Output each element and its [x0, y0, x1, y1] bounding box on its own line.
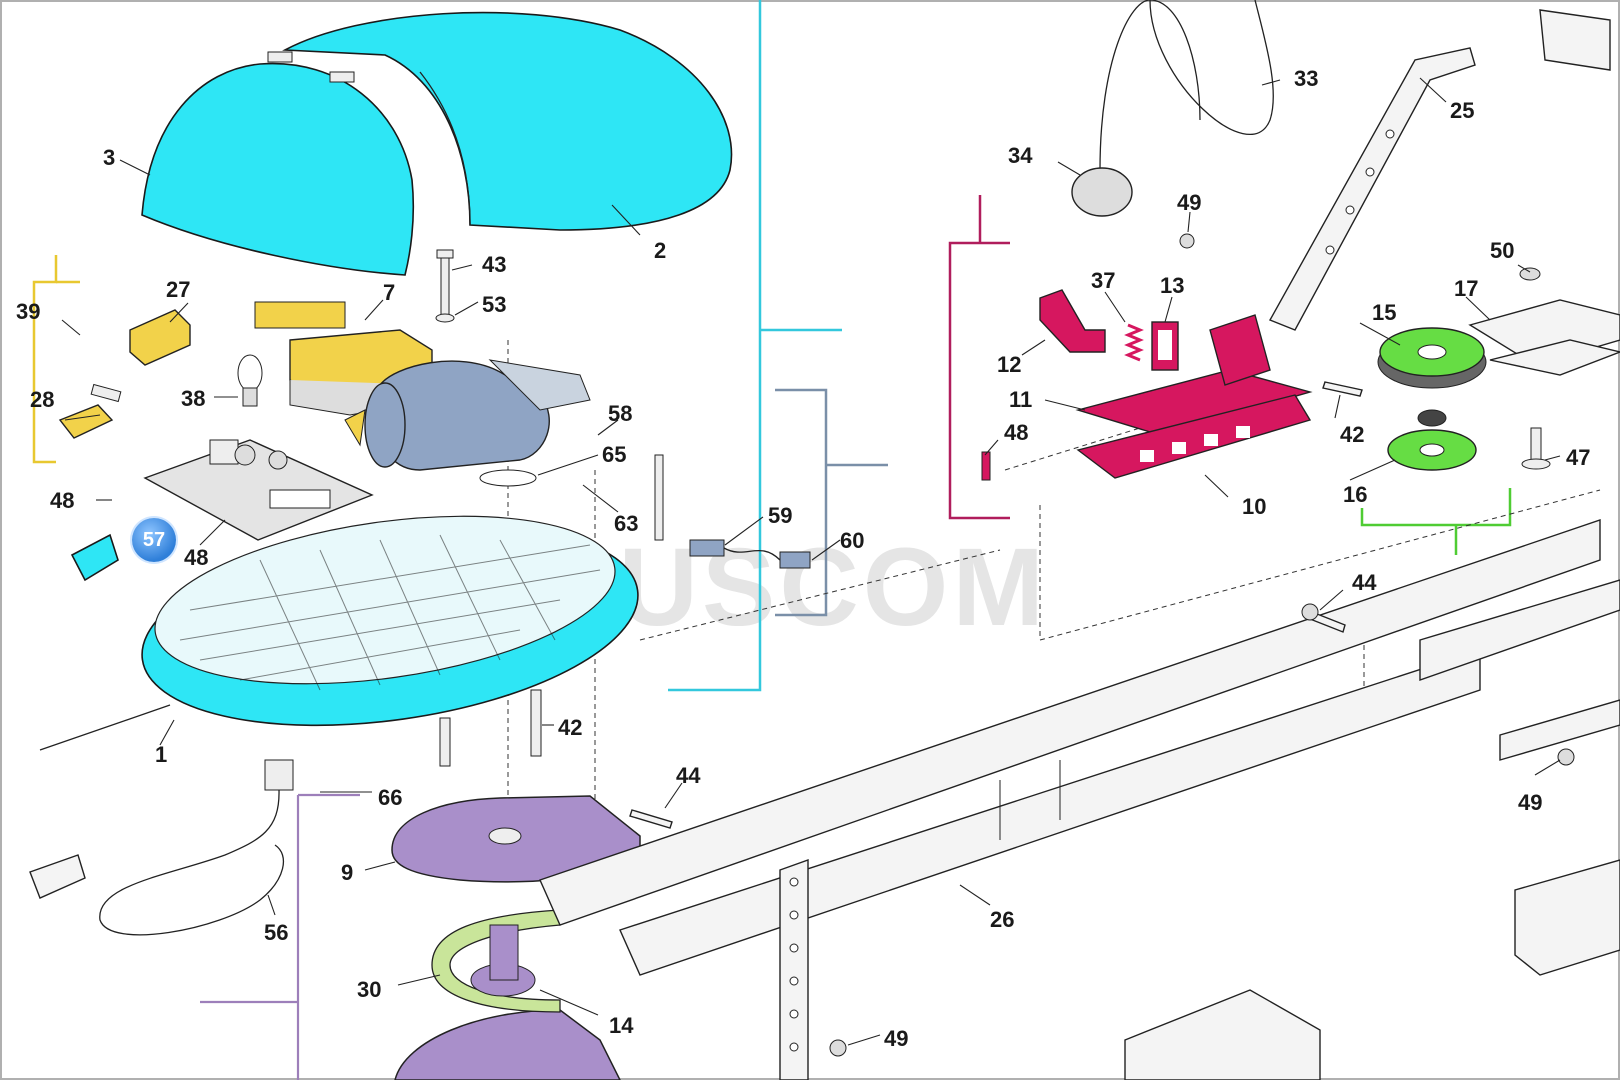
label-part-42-left: 42 — [558, 715, 582, 740]
label-part-63: 63 — [614, 511, 638, 536]
label-part-38: 38 — [181, 386, 205, 411]
screw-part-44-left — [629, 809, 673, 829]
drive-pulley-part-14 — [470, 924, 536, 997]
label-part-7: 7 — [383, 280, 395, 305]
leader-lines — [61, 77, 1561, 1046]
assembly-axis-lines — [507, 340, 1601, 870]
label-part-12: 12 — [997, 352, 1021, 377]
label-part-50: 50 — [1490, 238, 1514, 263]
label-part-16: 16 — [1343, 482, 1367, 507]
label-part-53: 53 — [482, 292, 506, 317]
label-part-58: 58 — [608, 401, 632, 426]
gearbox-housing — [394, 1009, 621, 1080]
label-part-42-right: 42 — [1340, 422, 1364, 447]
label-part-30: 30 — [357, 977, 381, 1002]
nut-part-49 — [829, 233, 1575, 1057]
connector-part-60 — [723, 547, 811, 569]
label-part-13: 13 — [1160, 273, 1184, 298]
rail-splice-parts — [1419, 579, 1620, 761]
drive-belt-part-30 — [431, 909, 561, 1013]
bolt-part-42-left — [530, 689, 542, 757]
label-part-48-carriage: 48 — [1004, 420, 1028, 445]
label-part-15: 15 — [1372, 300, 1396, 325]
group-brackets — [32, 0, 1512, 1080]
bolt-part-47 — [1521, 427, 1551, 470]
label-part-49-bottom: 49 — [884, 1026, 908, 1051]
label-part-47: 47 — [1566, 445, 1590, 470]
screw-part-44-right — [1301, 603, 1346, 633]
label-part-44-left: 44 — [676, 763, 701, 788]
label-part-2: 2 — [654, 238, 666, 263]
lever-part-12 — [1039, 289, 1106, 353]
cover-shell-part-2 — [282, 11, 733, 231]
label-part-66: 66 — [378, 785, 402, 810]
label-part-26: 26 — [990, 907, 1014, 932]
label-part-3: 3 — [103, 145, 115, 170]
washer-part-53 — [435, 313, 455, 323]
cover-shell-part-3 — [141, 51, 415, 276]
label-part-11: 11 — [1009, 387, 1032, 412]
label-part-9: 9 — [341, 860, 353, 885]
drive-motor — [344, 359, 591, 471]
pin-part-48 — [981, 451, 991, 481]
label-part-37: 37 — [1091, 268, 1115, 293]
connector-part-59 — [689, 539, 725, 557]
label-part-65: 65 — [602, 442, 626, 467]
washer-part-65 — [479, 469, 537, 487]
label-part-49-top: 49 — [1177, 190, 1201, 215]
gearbox-cover-part-9 — [391, 795, 641, 883]
bolt-part-42-right — [1322, 381, 1363, 397]
plate-part-17 — [1468, 299, 1620, 376]
fuse-holder-part-28 — [58, 383, 122, 439]
door-arm-part-25 — [1269, 47, 1476, 331]
label-part-59: 59 — [768, 503, 792, 528]
label-part-33: 33 — [1294, 66, 1318, 91]
label-part-25: 25 — [1450, 98, 1474, 123]
hanger-strap — [779, 859, 809, 1080]
label-part-49-right: 49 — [1518, 790, 1542, 815]
part-labels: 1 2 3 7 9 10 11 12 13 14 15 16 17 25 26 … — [16, 66, 1590, 1051]
bolt-part-63 — [654, 454, 664, 541]
control-board — [143, 439, 374, 541]
label-part-56: 56 — [264, 920, 288, 945]
label-part-34: 34 — [1008, 143, 1033, 168]
label-part-60: 60 — [840, 528, 864, 553]
sensor-part-57 — [70, 533, 119, 582]
power-cable-part-56 — [29, 759, 294, 936]
label-part-48-board: 48 — [184, 545, 208, 570]
label-part-39: 39 — [16, 299, 40, 324]
gear-part-16 — [1387, 409, 1477, 471]
label-part-43: 43 — [482, 252, 506, 277]
release-cord-part-33 — [1099, 0, 1274, 171]
base-plate-part-1 — [39, 515, 639, 751]
label-part-28: 28 — [30, 387, 54, 412]
latch-part-13 — [1151, 321, 1179, 371]
nut-part-50 — [1519, 267, 1541, 281]
label-part-27: 27 — [166, 277, 190, 302]
label-part-1: 1 — [155, 742, 167, 767]
release-handle-part-34 — [1071, 167, 1133, 217]
lamp-bulb-part-38 — [237, 354, 263, 407]
label-part-10: 10 — [1242, 494, 1266, 519]
label-part-44-right: 44 — [1352, 570, 1377, 595]
door-bracket — [1539, 9, 1611, 71]
screw-part-43 — [436, 249, 454, 316]
part-57-hotspot-button[interactable]: 57 — [132, 518, 176, 562]
screw-part-66 — [439, 717, 451, 767]
label-part-17: 17 — [1454, 276, 1478, 301]
gear-part-15 — [1377, 327, 1487, 389]
carriage-part-11 — [1075, 314, 1313, 436]
carriage-slide-part-10 — [1076, 394, 1312, 479]
spring-part-37 — [1124, 323, 1144, 362]
label-part-14: 14 — [609, 1013, 634, 1038]
terminal-block-part-27 — [129, 309, 191, 366]
label-part-48-left: 48 — [50, 488, 74, 513]
wall-bracket-parts — [1124, 859, 1620, 1080]
